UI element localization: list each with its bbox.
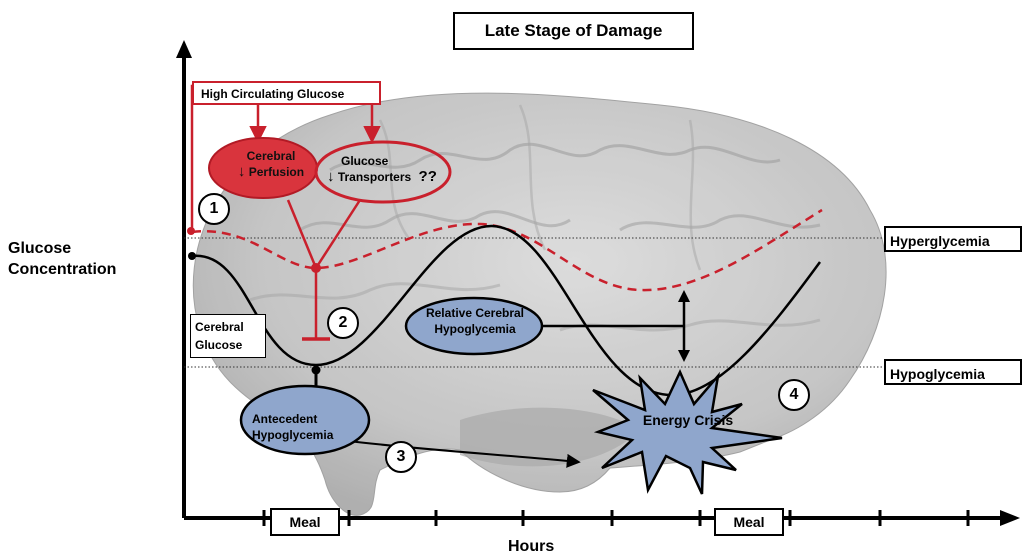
relative-cerebral-hypoglycemia-line1: Relative Cerebral (425, 306, 525, 320)
high-circulating-glucose-box: High Circulating Glucose (192, 81, 381, 105)
cerebral-glucose-label: Cerebral Glucose (190, 314, 266, 358)
cerebral-glucose-label-line1: Cerebral (195, 320, 244, 334)
antecedent-hypoglycemia-text: Antecedent Hypoglycemia (244, 411, 372, 443)
glucose-transporters-ellipse (314, 140, 452, 204)
decrease-arrow-icon: ↓ (237, 163, 246, 180)
cerebral-perfusion-text: Cerebral ↓ Perfusion (222, 148, 320, 180)
step-number-1: 1 (198, 193, 230, 225)
y-axis-label: Glucose Concentration (8, 238, 116, 280)
cerebral-perfusion-line1: Cerebral (246, 149, 296, 163)
diagram-title: Late Stage of Damage (453, 12, 694, 50)
circulating-glucose-curve (191, 208, 823, 292)
relative-cerebral-hypoglycemia-line2: Hypoglycemia (434, 322, 516, 336)
energy-crisis-text: Energy Crisis (642, 412, 734, 428)
step-number-2: 2 (327, 307, 359, 339)
meal-label-1: Meal (270, 508, 340, 536)
glucose-transporters-line2-text: Transporters (337, 170, 412, 184)
cerebral-glucose-label-line2: Glucose (195, 338, 243, 352)
meal-label-2: Meal (714, 508, 784, 536)
question-marks: ?? (418, 168, 437, 185)
cerebral-glucose-start-dot (188, 252, 196, 260)
x-axis-arrowhead (1000, 510, 1020, 526)
step-number-4: 4 (778, 379, 810, 411)
relative-hypoglycemia-ellipse (404, 296, 544, 356)
cerebral-glucose-curve (191, 224, 822, 397)
y-axis-label-line1: Glucose (8, 240, 72, 257)
relative-cerebral-hypoglycemia-text: Relative Cerebral Hypoglycemia (408, 305, 542, 337)
relative-hypoglycemia-connector (541, 290, 690, 362)
step-number-3: 3 (385, 441, 417, 473)
hyperglycemia-label: Hyperglycemia (884, 226, 1022, 252)
y-axis-arrowhead (176, 40, 192, 58)
cerebral-perfusion-line2: ↓ Perfusion (222, 164, 320, 180)
glucose-transporters-text: Glucose ↓ Transporters ?? (327, 153, 453, 185)
x-axis-label: Hours (508, 538, 555, 555)
antecedent-hypoglycemia-line1: Antecedent (252, 412, 318, 426)
antecedent-hypoglycemia-line2: Hypoglycemia (252, 428, 334, 442)
decrease-arrow-icon: ↓ (327, 168, 335, 185)
energy-crisis-starburst (592, 368, 783, 495)
y-axis-label-line2: Concentration (8, 261, 117, 278)
glucose-transporters-line1: Glucose (327, 153, 453, 169)
hypoglycemia-label: Hypoglycemia (884, 359, 1022, 385)
x-axis-ticks (262, 510, 970, 526)
pathway-junction-dot (311, 263, 321, 273)
antecedent-hypoglycemia-ellipse (239, 384, 371, 456)
cerebral-perfusion-line2-text: Perfusion (248, 165, 305, 179)
glucose-transporters-line2: ↓ Transporters ?? (327, 169, 453, 185)
glucose-transporters-line1-text: Glucose (341, 154, 389, 168)
